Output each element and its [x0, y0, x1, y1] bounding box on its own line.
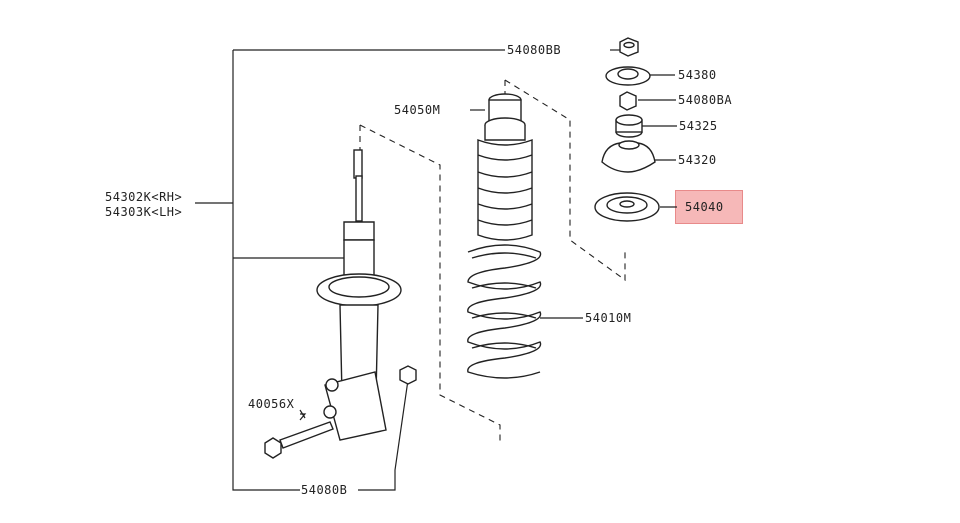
strut-assembly: [316, 149, 402, 441]
label-54010m: 54010M: [585, 311, 632, 325]
label-54080b: 54080B: [301, 483, 348, 497]
bolt-40056x: [264, 421, 334, 459]
bushing-54325: [615, 114, 643, 138]
label-54320: 54320: [678, 153, 717, 167]
label-54380: 54380: [678, 68, 717, 82]
seat-54040: [594, 192, 660, 222]
nut-54080bb: [619, 37, 639, 57]
nut-54080b: [399, 365, 417, 385]
leader-lines: [195, 49, 677, 491]
label-54040: 54040: [685, 200, 724, 214]
label-54080ba: 54080BA: [678, 93, 733, 107]
highlight-54040: [675, 190, 743, 224]
label-54302k: 54302K<RH>: [105, 190, 183, 204]
label-54303k: 54303K<LH>: [105, 205, 183, 219]
label-54050m: 54050M: [394, 103, 441, 117]
label-54325: 54325: [679, 119, 718, 133]
label-40056x: 40056X: [248, 397, 295, 411]
nut-54080ba: [619, 91, 637, 111]
washer-54380: [605, 66, 651, 86]
label-54080bb: 54080BB: [507, 43, 562, 57]
coil-spring-54010m: [467, 244, 542, 379]
bump-stop-54050m: [477, 93, 533, 241]
mount-54320: [601, 140, 656, 173]
